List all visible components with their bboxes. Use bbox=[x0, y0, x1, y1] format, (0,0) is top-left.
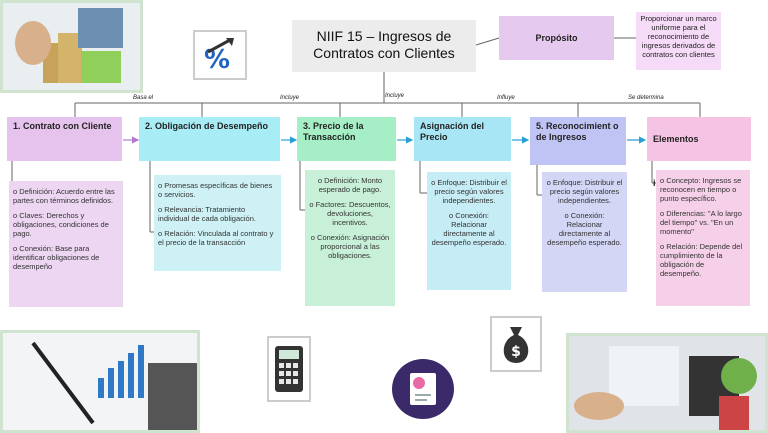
detail-item: o Relación: Depende del cumplimiento de … bbox=[660, 242, 743, 278]
svg-text:$: $ bbox=[511, 344, 521, 360]
calculator-chart-photo bbox=[0, 330, 200, 433]
detail-item: o Diferencias: "A lo largo del tiempo" v… bbox=[660, 209, 742, 236]
step-obligacion-header: 2. Obligación de Desempeño bbox=[139, 117, 280, 161]
detail-item: o Claves: Derechos y obligaciones, condi… bbox=[13, 211, 109, 238]
detail-item: o Enfoque: Distribuir el precio según va… bbox=[431, 178, 507, 205]
edge-label-basa-el: Basa el bbox=[133, 95, 154, 101]
step-obligacion-details: o Promesas específicas de bienes o servi… bbox=[154, 175, 281, 271]
edge-label-se-determina: Se determina bbox=[628, 95, 664, 101]
step-elementos-header: Elementos importantes bbox=[647, 117, 751, 188]
detail-item: o Concepto: Ingresos se reconocen en tie… bbox=[660, 176, 742, 203]
diagram-title: NIIF 15 – Ingresos de Contratos con Clie… bbox=[292, 20, 476, 72]
report-chart-icon bbox=[392, 359, 454, 419]
detail-item: o Relevancia: Tratamiento individual de … bbox=[158, 205, 256, 223]
svg-text:%: % bbox=[204, 45, 230, 74]
detail-item: o Enfoque: Distribuir el precio según va… bbox=[546, 178, 623, 205]
edge-label-influye: Influye bbox=[497, 95, 515, 101]
percent-growth-icon: % bbox=[193, 30, 247, 80]
detail-item: o Factores: Descuentos, devoluciones, in… bbox=[309, 200, 391, 227]
detail-item: o Conexión: Relacionar directamente al d… bbox=[547, 211, 622, 247]
step-precio-details: o Definición: Monto esperado de pago. o … bbox=[305, 170, 395, 306]
money-bag-icon: $ bbox=[490, 316, 542, 372]
calculator-icon bbox=[267, 336, 311, 402]
detail-item: o Conexión: Asignación proporcional a la… bbox=[310, 233, 390, 260]
purpose-description: Proporcionar un marco uniforme para el r… bbox=[636, 12, 721, 70]
detail-item: o Promesas específicas de bienes o servi… bbox=[158, 181, 273, 199]
detail-item: o Conexión: Relacionar directamente al d… bbox=[431, 211, 507, 247]
detail-item: o Definición: Monto esperado de pago. bbox=[317, 176, 383, 194]
step-precio-header: 3. Precio de la Transacción bbox=[297, 117, 396, 161]
step-contrato-details: o Definición: Acuerdo entre las partes c… bbox=[9, 181, 123, 307]
step-reconocimiento-details: o Enfoque: Distribuir el precio según va… bbox=[542, 172, 627, 292]
step-reconocimiento-header: 5. Reconocimient o de Ingresos bbox=[530, 117, 626, 165]
detail-item: o Relación: Vinculada al contrato y el p… bbox=[158, 229, 274, 247]
business-meeting-photo bbox=[566, 333, 768, 433]
step-asignacion-header: Asignación del Precio bbox=[414, 117, 511, 161]
step-elementos-details: o Concepto: Ingresos se reconocen en tie… bbox=[656, 170, 750, 306]
edge-label-incluye: Incluye bbox=[280, 95, 300, 101]
step-contrato-header: 1. Contrato con Cliente bbox=[7, 117, 122, 161]
purpose-box: Propósito bbox=[499, 16, 614, 60]
business-puzzle-photo bbox=[0, 0, 143, 93]
detail-item: o Conexión: Base para identificar obliga… bbox=[13, 244, 100, 271]
step-asignacion-details: o Enfoque: Distribuir el precio según va… bbox=[427, 172, 511, 290]
detail-item: o Definición: Acuerdo entre las partes c… bbox=[13, 187, 115, 205]
edge-label-incluye-top: Incluye bbox=[385, 93, 405, 99]
